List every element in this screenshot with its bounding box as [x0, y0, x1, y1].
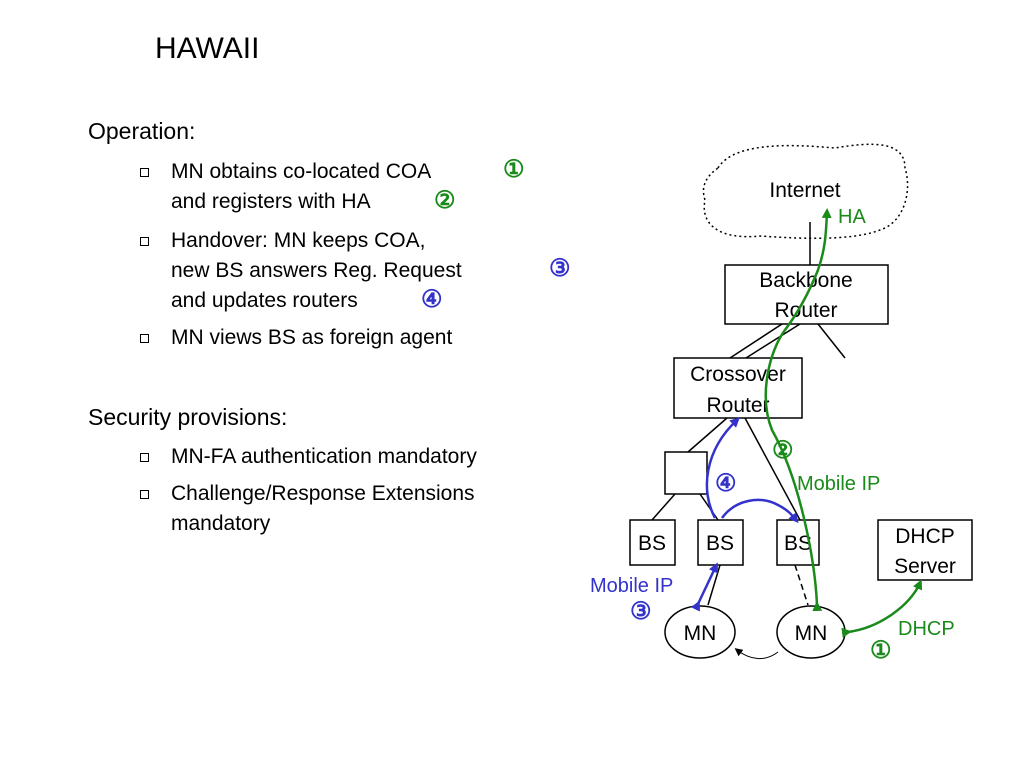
- dhcp-path: [841, 579, 923, 638]
- step-1-marker: ①: [503, 156, 525, 183]
- mobile-ip-green-label: Mobile IP: [797, 473, 880, 495]
- link-crossover-router: [687, 417, 728, 453]
- link-router-bs1: [651, 493, 676, 521]
- dhcp-server-label-1: DHCP: [895, 525, 955, 548]
- diagram-step-1-marker: ①: [870, 637, 892, 664]
- mobile-ip-blue-link: [690, 562, 718, 612]
- diagram-step-2-marker: ②: [772, 437, 794, 464]
- internet-label: Internet: [769, 179, 840, 202]
- bullet-line: mandatory: [171, 512, 271, 535]
- dhcp-server-label-2: Server: [894, 555, 956, 578]
- bullet-line: MN views BS as foreign agent: [171, 326, 453, 349]
- mn-1-label: MN: [684, 622, 717, 645]
- diagram-step-3-marker: ③: [630, 598, 652, 625]
- route-update-to-bs3: [720, 498, 799, 524]
- bullet-square-icon: [140, 168, 149, 177]
- bullet-square-icon: [140, 237, 149, 246]
- bullet-line: MN-FA authentication mandatory: [171, 445, 477, 468]
- mn-2-label: MN: [795, 622, 828, 645]
- slide-title: HAWAII: [155, 32, 260, 65]
- mobile-ip-registration-path: [764, 208, 832, 612]
- operation-heading: Operation:: [88, 118, 196, 144]
- bullet-square-icon: [140, 453, 149, 462]
- backbone-router-label-1: Backbone: [759, 269, 852, 292]
- backbone-router-label-2: Router: [774, 299, 837, 322]
- route-update-to-crossover: [705, 417, 740, 519]
- ha-label: HA: [838, 206, 866, 228]
- security-heading: Security provisions:: [88, 404, 288, 430]
- bullet-line: MN obtains co-located COA: [171, 160, 432, 183]
- mobile-ip-blue-label: Mobile IP: [590, 575, 673, 597]
- bs-1-box: [629, 519, 676, 566]
- link-backbone-crossover-2: [745, 323, 801, 359]
- bs-1-label: BS: [638, 532, 666, 555]
- bullet-line: and registers with HA: [171, 190, 371, 213]
- crossover-router-label-2: Router: [706, 394, 769, 417]
- intermediate-router-box: [664, 451, 708, 495]
- crossover-router-label-1: Crossover: [690, 363, 786, 386]
- dhcp-server-box: [877, 519, 973, 581]
- bullet-line: Challenge/Response Extensions: [171, 482, 475, 505]
- link-backbone-crossover: [729, 323, 783, 359]
- bullet-line: and updates routers: [171, 289, 358, 312]
- bullet-square-icon: [140, 490, 149, 499]
- link-crossover-bs3: [744, 417, 801, 521]
- bullet-line: Handover: MN keeps COA,: [171, 229, 426, 252]
- link-backbone-right: [817, 323, 846, 359]
- link-bs3-mn2-wireless: [794, 564, 809, 606]
- bullet-line: new BS answers Reg. Request: [171, 259, 462, 282]
- bs-2-label: BS: [706, 532, 734, 555]
- bs-3-label: BS: [784, 532, 812, 555]
- step-2-marker: ②: [434, 187, 456, 214]
- crossover-router-box: [673, 357, 803, 419]
- step-4-marker: ④: [421, 286, 443, 313]
- diagram-step-4-marker: ④: [715, 470, 737, 497]
- internet-cloud: [702, 143, 909, 239]
- dhcp-label: DHCP: [898, 618, 955, 640]
- handover-movement-arrow: [734, 648, 779, 659]
- step-3-marker: ③: [549, 255, 571, 282]
- bs-2-box: [697, 519, 744, 566]
- bullet-square-icon: [140, 334, 149, 343]
